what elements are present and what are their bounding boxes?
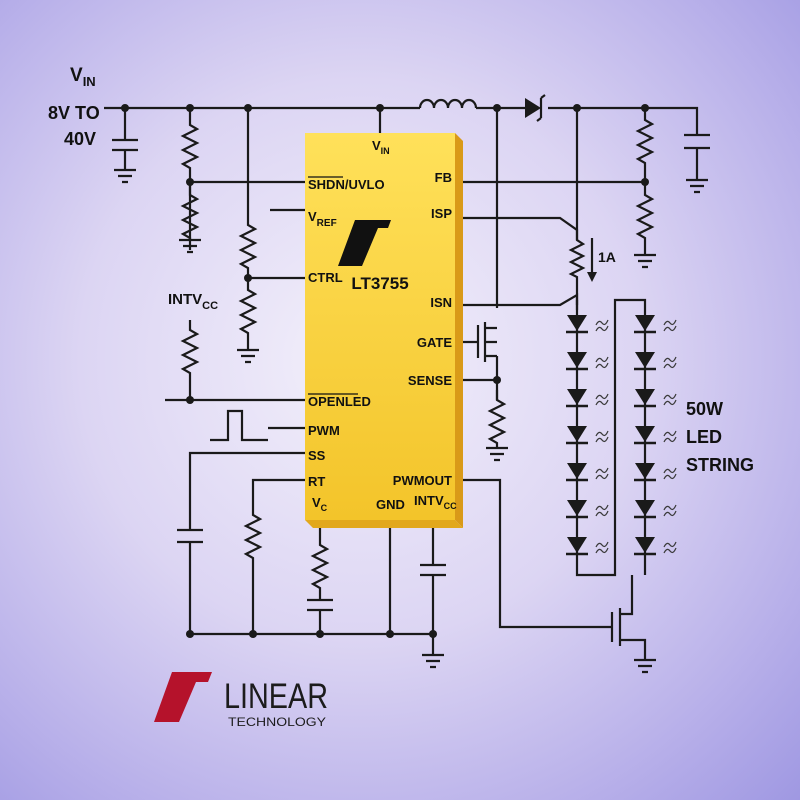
junction-dots xyxy=(121,104,649,638)
lt-logo-icon xyxy=(154,672,212,722)
pin-intvcc-label: INTVCC xyxy=(414,493,457,511)
logo-technology-text: TECHNOLOGY xyxy=(228,715,326,729)
led-diode-icon xyxy=(635,352,655,368)
light-emission-icon xyxy=(595,541,609,554)
pin-vin-label: VIN xyxy=(372,138,390,156)
lt-chip-logo-icon xyxy=(338,220,391,266)
intvcc-label: INTVCC xyxy=(168,291,218,312)
pin-rt-label: RT xyxy=(308,474,325,489)
pin-vref-label: VREF xyxy=(308,209,337,229)
light-emission-icon xyxy=(663,356,677,369)
svg-text:50W: 50W xyxy=(686,399,723,419)
svg-text:VIN: VIN xyxy=(70,65,96,89)
led-diode-icon xyxy=(567,537,587,553)
light-emission-icon xyxy=(663,467,677,480)
led-diode-icon xyxy=(635,389,655,405)
svg-text:LED: LED xyxy=(686,427,722,447)
light-emission-icon xyxy=(663,319,677,332)
led-diode-icon xyxy=(567,463,587,479)
led-diode-icon xyxy=(635,500,655,516)
led-diode-icon xyxy=(635,537,655,553)
ground-symbols xyxy=(114,168,708,674)
chip-pin-labels: VIN SHDN/UVLO VREF CTRL OPENLED PWM SS R… xyxy=(308,138,457,513)
vin-label: VIN 8V TO 40V xyxy=(48,65,100,149)
light-emission-icon xyxy=(663,430,677,443)
led-diode-icon xyxy=(635,463,655,479)
light-emission-icon xyxy=(595,467,609,480)
pin-gate-label: GATE xyxy=(417,335,452,350)
pin-fb-label: FB xyxy=(435,170,452,185)
pin-shdn-label: SHDN/UVLO xyxy=(308,177,385,192)
pin-isn-label: ISN xyxy=(430,295,452,310)
light-emission-icon xyxy=(663,504,677,517)
light-emission-icon xyxy=(663,393,677,406)
light-emission-icon xyxy=(595,356,609,369)
pin-pwm-label: PWM xyxy=(308,423,340,438)
schottky-diode-symbol xyxy=(525,94,546,122)
led-diode-icon xyxy=(635,315,655,331)
light-emission-icon xyxy=(595,393,609,406)
light-emission-icon xyxy=(595,504,609,517)
current-label: 1A xyxy=(598,249,616,265)
light-emission-icon xyxy=(595,319,609,332)
led-diode-icon xyxy=(567,389,587,405)
pin-ss-label: SS xyxy=(308,448,326,463)
led-diode-icon xyxy=(567,315,587,331)
light-emission-icon xyxy=(595,430,609,443)
logo-linear-text: LINEAR xyxy=(224,677,328,716)
led-diode-icon xyxy=(567,352,587,368)
led-diode-icon xyxy=(635,426,655,442)
led-string xyxy=(566,315,677,556)
led-string-label: 50W LED STRING xyxy=(686,399,754,475)
wires xyxy=(104,106,710,660)
pin-sense-label: SENSE xyxy=(408,373,452,388)
pin-isp-label: ISP xyxy=(431,206,452,221)
led-diode-icon xyxy=(567,500,587,516)
pin-openled-label: OPENLED xyxy=(308,394,371,409)
chip-body xyxy=(305,133,455,520)
light-emission-icon xyxy=(663,541,677,554)
vin-range-line1: 8V TO xyxy=(48,103,100,123)
led-diode-icon xyxy=(567,426,587,442)
ic-chip: LT3755 xyxy=(305,133,463,528)
pin-vc-label: VC xyxy=(312,495,328,513)
pin-ctrl-label: CTRL xyxy=(308,270,343,285)
chip-name: LT3755 xyxy=(351,274,408,293)
vin-range-line2: 40V xyxy=(64,129,96,149)
linear-technology-logo: LINEAR TECHNOLOGY xyxy=(154,672,328,729)
inductor-symbol xyxy=(418,98,478,109)
pin-pwmout-label: PWMOUT xyxy=(393,473,452,488)
svg-text:STRING: STRING xyxy=(686,455,754,475)
pin-gnd-label: GND xyxy=(376,497,405,512)
